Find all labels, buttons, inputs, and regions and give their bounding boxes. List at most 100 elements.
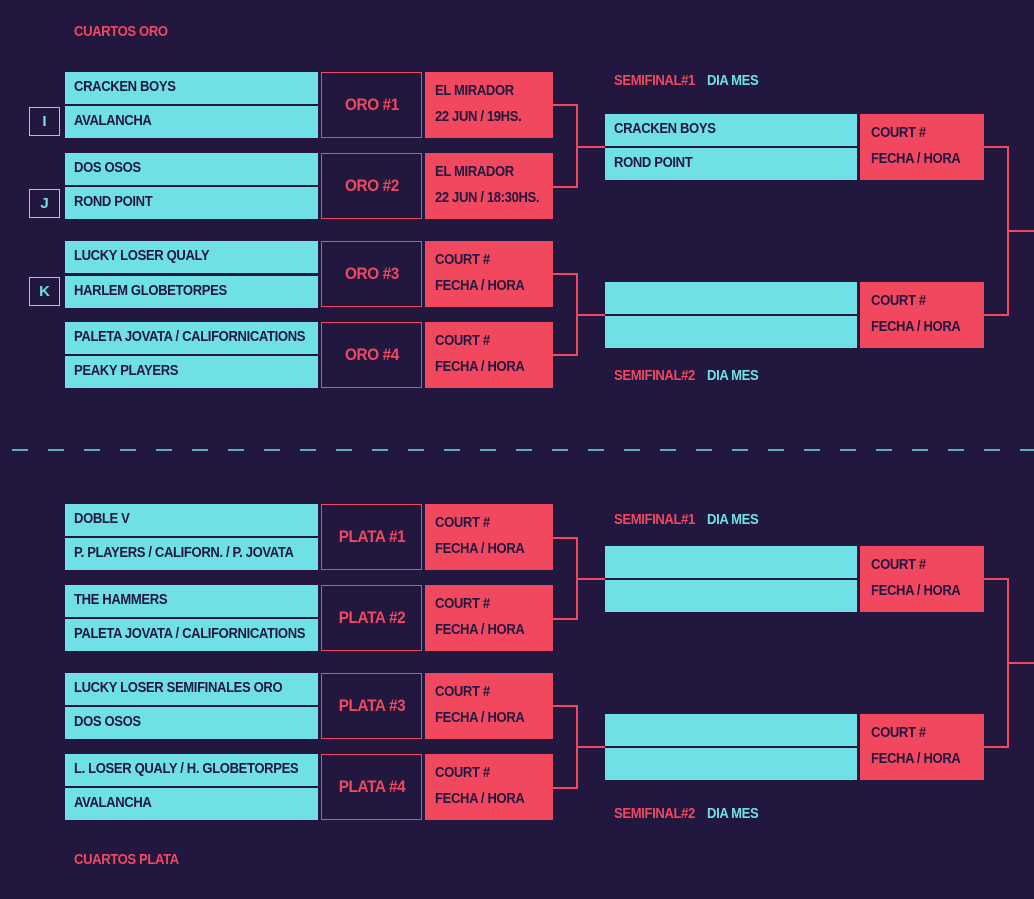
venue: COURT # — [871, 125, 926, 141]
team-name: L. LOSER QUALY / H. GLOBETORPES — [74, 761, 299, 777]
plata-2-match-info: COURT # FECHA / HORA — [425, 585, 553, 651]
oro-semi-1-team-2: ROND POINT — [605, 148, 857, 180]
venue: COURT # — [871, 557, 926, 573]
oro-2-team-2: ROND POINT — [65, 187, 318, 219]
team-name: LUCKY LOSER QUALY — [74, 248, 210, 264]
plata-semifinal-2-date: DIA MES — [707, 806, 759, 822]
team-name: ROND POINT — [614, 155, 693, 171]
match-label: PLATA #4 — [338, 777, 405, 796]
team-name: DOBLE V — [74, 511, 130, 527]
oro-semifinal-1-date: DIA MES — [707, 73, 759, 89]
date-time: FECHA / HORA — [871, 319, 961, 335]
plata-4-match-info: COURT # FECHA / HORA — [425, 754, 553, 820]
venue: COURT # — [435, 515, 490, 531]
date-time: FECHA / HORA — [435, 710, 525, 726]
plata-semi-2-info: COURT # FECHA / HORA — [860, 714, 984, 780]
oro-heading: CUARTOS ORO — [74, 24, 168, 40]
plata-semi-1-team-1 — [605, 546, 857, 578]
venue: EL MIRADOR — [435, 83, 514, 99]
oro-semi-2-team-1 — [605, 282, 857, 314]
oro-semi-1-team-1: CRACKEN BOYS — [605, 114, 857, 146]
plata-3-match-label: PLATA #3 — [321, 673, 422, 739]
group-badge-j: J — [29, 189, 60, 218]
venue: COURT # — [435, 596, 490, 612]
match-label: ORO #4 — [344, 345, 399, 364]
match-label: PLATA #1 — [338, 527, 405, 546]
plata-4-team-1: L. LOSER QUALY / H. GLOBETORPES — [65, 754, 318, 786]
team-name: HARLEM GLOBETORPES — [74, 283, 227, 299]
plata-semifinal-1-date: DIA MES — [707, 512, 759, 528]
plata-semi-1-team-2 — [605, 580, 857, 612]
team-name: DOS OSOS — [74, 160, 141, 176]
team-name: AVALANCHA — [74, 113, 152, 129]
team-name: DOS OSOS — [74, 714, 141, 730]
oro-4-team-2: PEAKY PLAYERS — [65, 356, 318, 388]
date-time: FECHA / HORA — [871, 583, 961, 599]
date-time: FECHA / HORA — [435, 791, 525, 807]
venue: COURT # — [871, 293, 926, 309]
date-time: FECHA / HORA — [435, 622, 525, 638]
oro-3-team-1: LUCKY LOSER QUALY — [65, 241, 318, 273]
oro-semi-1-info: COURT # FECHA / HORA — [860, 114, 984, 180]
plata-heading: CUARTOS PLATA — [74, 852, 179, 868]
oro-3-team-2: HARLEM GLOBETORPES — [65, 276, 318, 308]
plata-1-match-info: COURT # FECHA / HORA — [425, 504, 553, 570]
plata-2-team-1: THE HAMMERS — [65, 585, 318, 617]
oro-semifinal-1-label: SEMIFINAL#1 — [614, 73, 695, 89]
group-badge-k: K — [29, 277, 60, 306]
team-name: CRACKEN BOYS — [614, 121, 716, 137]
oro-1-team-2: AVALANCHA — [65, 106, 318, 138]
venue: COURT # — [871, 725, 926, 741]
oro-semi-2-info: COURT # FECHA / HORA — [860, 282, 984, 348]
team-name: ROND POINT — [74, 194, 153, 210]
team-name: P. PLAYERS / CALIFORN. / P. JOVATA — [74, 545, 294, 561]
plata-3-match-info: COURT # FECHA / HORA — [425, 673, 553, 739]
plata-3-team-1: LUCKY LOSER SEMIFINALES ORO — [65, 673, 318, 705]
date-time: 22 JUN / 18:30HS. — [435, 190, 540, 206]
date-time: FECHA / HORA — [871, 151, 961, 167]
date-time: 22 JUN / 19HS. — [435, 109, 522, 125]
oro-4-match-info: COURT # FECHA / HORA — [425, 322, 553, 388]
team-name: THE HAMMERS — [74, 592, 168, 608]
plata-4-team-2: AVALANCHA — [65, 788, 318, 820]
plata-semifinal-1-label: SEMIFINAL#1 — [614, 512, 695, 528]
venue: COURT # — [435, 333, 490, 349]
team-name: AVALANCHA — [74, 795, 152, 811]
date-time: FECHA / HORA — [871, 751, 961, 767]
plata-2-match-label: PLATA #2 — [321, 585, 422, 651]
match-label: PLATA #2 — [338, 608, 405, 627]
team-name: CRACKEN BOYS — [74, 79, 176, 95]
oro-4-team-1: PALETA JOVATA / CALIFORNICATIONS — [65, 322, 318, 354]
plata-1-team-2: P. PLAYERS / CALIFORN. / P. JOVATA — [65, 538, 318, 570]
plata-semifinal-2-label: SEMIFINAL#2 — [614, 806, 695, 822]
team-name: LUCKY LOSER SEMIFINALES ORO — [74, 680, 283, 696]
oro-semifinal-2-label: SEMIFINAL#2 — [614, 368, 695, 384]
date-time: FECHA / HORA — [435, 278, 525, 294]
plata-semi-1-info: COURT # FECHA / HORA — [860, 546, 984, 612]
plata-1-team-1: DOBLE V — [65, 504, 318, 536]
plata-semi-2-team-2 — [605, 748, 857, 780]
oro-semifinal-2-date: DIA MES — [707, 368, 759, 384]
match-label: ORO #3 — [344, 264, 399, 283]
venue: COURT # — [435, 765, 490, 781]
team-name: PEAKY PLAYERS — [74, 363, 179, 379]
match-label: ORO #1 — [344, 95, 399, 114]
plata-semi-2-team-1 — [605, 714, 857, 746]
oro-1-match-label: ORO #1 — [321, 72, 422, 138]
group-badge-i: I — [29, 107, 60, 136]
oro-1-match-info: EL MIRADOR 22 JUN / 19HS. — [425, 72, 553, 138]
plata-4-match-label: PLATA #4 — [321, 754, 422, 820]
oro-3-match-info: COURT # FECHA / HORA — [425, 241, 553, 307]
oro-2-match-label: ORO #2 — [321, 153, 422, 219]
date-time: FECHA / HORA — [435, 541, 525, 557]
oro-2-match-info: EL MIRADOR 22 JUN / 18:30HS. — [425, 153, 553, 219]
oro-4-match-label: ORO #4 — [321, 322, 422, 388]
match-label: ORO #2 — [344, 176, 399, 195]
venue: COURT # — [435, 684, 490, 700]
plata-1-match-label: PLATA #1 — [321, 504, 422, 570]
oro-2-team-1: DOS OSOS — [65, 153, 318, 185]
venue: COURT # — [435, 252, 490, 268]
team-name: PALETA JOVATA / CALIFORNICATIONS — [74, 626, 306, 642]
date-time: FECHA / HORA — [435, 359, 525, 375]
